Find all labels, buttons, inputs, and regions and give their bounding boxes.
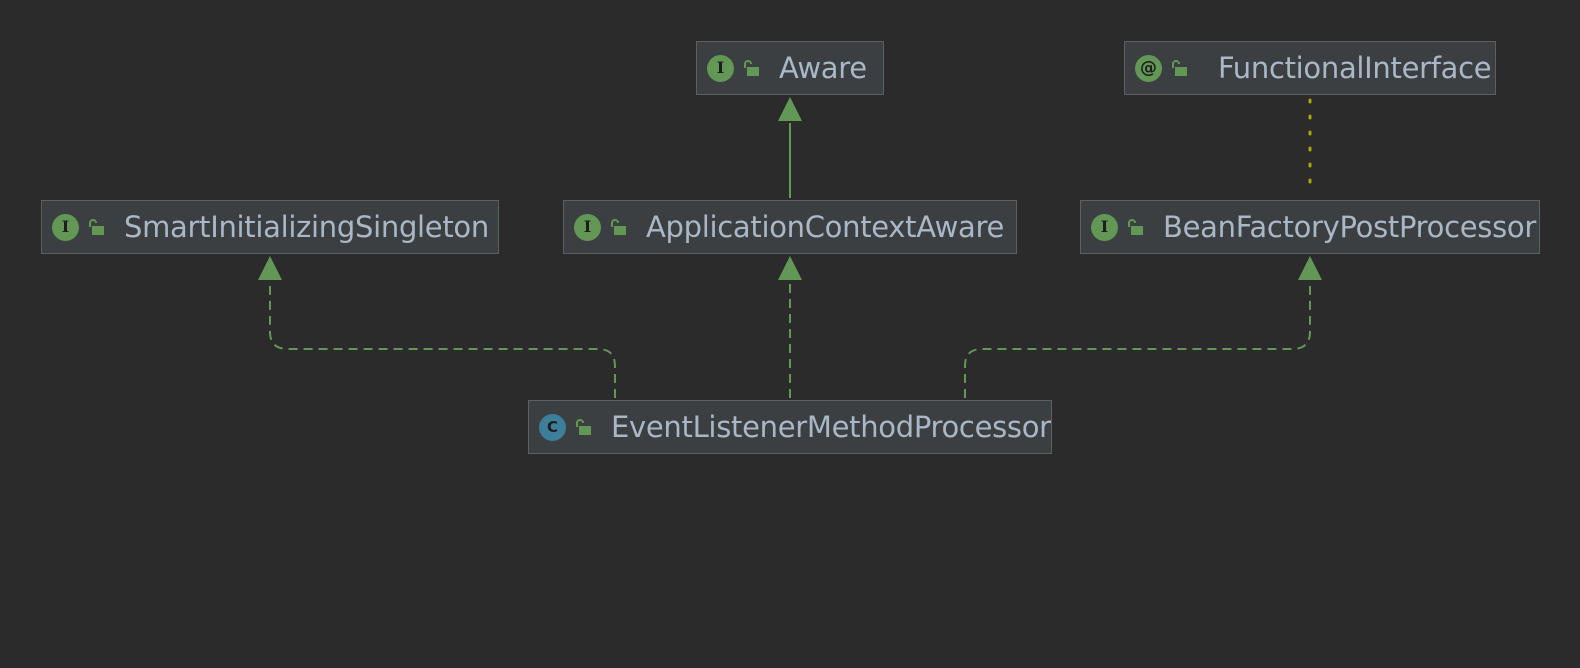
interface-icon: I — [574, 213, 601, 241]
class-icon: C — [539, 413, 566, 441]
node-label: SmartInitializingSingleton — [124, 210, 489, 244]
edge-eventlistener-implements-smartinitializingsingleton — [258, 256, 616, 398]
node-applicationcontextaware[interactable]: I ApplicationContextAware — [563, 200, 1017, 254]
unlocked-public-icon — [1172, 60, 1187, 76]
edge-eventlistener-implements-applicationcontextaware — [778, 256, 802, 398]
unlocked-public-icon — [611, 219, 626, 235]
arrowhead-applicationcontextaware — [778, 256, 802, 280]
annotation-icon: @ — [1135, 54, 1162, 82]
interface-icon: I — [1091, 213, 1118, 241]
interface-icon: I — [707, 54, 734, 82]
node-label: EventListenerMethodProcessor — [611, 410, 1051, 444]
edge-eventlistener-implements-beanfactorypostprocessor — [964, 256, 1322, 398]
arrowhead-beanfactorypostprocessor — [1298, 256, 1322, 280]
node-label: FunctionalInterface — [1218, 51, 1492, 85]
unlocked-public-icon — [576, 419, 591, 435]
interface-icon: I — [52, 213, 79, 241]
node-smartinitializingsingleton[interactable]: I SmartInitializingSingleton — [41, 200, 499, 254]
edge-applicationcontextaware-extends-aware — [778, 97, 802, 198]
unlocked-public-icon — [1128, 219, 1143, 235]
unlocked-public-icon — [744, 60, 759, 76]
node-label: BeanFactoryPostProcessor — [1163, 210, 1536, 244]
node-aware[interactable]: I Aware — [696, 41, 884, 95]
arrowhead-aware — [778, 97, 802, 121]
unlocked-public-icon — [89, 219, 104, 235]
node-label: Aware — [779, 51, 867, 85]
node-beanfactorypostprocessor[interactable]: I BeanFactoryPostProcessor — [1080, 200, 1540, 254]
node-label: ApplicationContextAware — [646, 210, 1005, 244]
node-eventlistenermethodprocessor[interactable]: C EventListenerMethodProcessor — [528, 400, 1052, 454]
node-functionalinterface[interactable]: @ FunctionalInterface — [1124, 41, 1496, 95]
arrowhead-smartinitializingsingleton — [258, 256, 282, 280]
